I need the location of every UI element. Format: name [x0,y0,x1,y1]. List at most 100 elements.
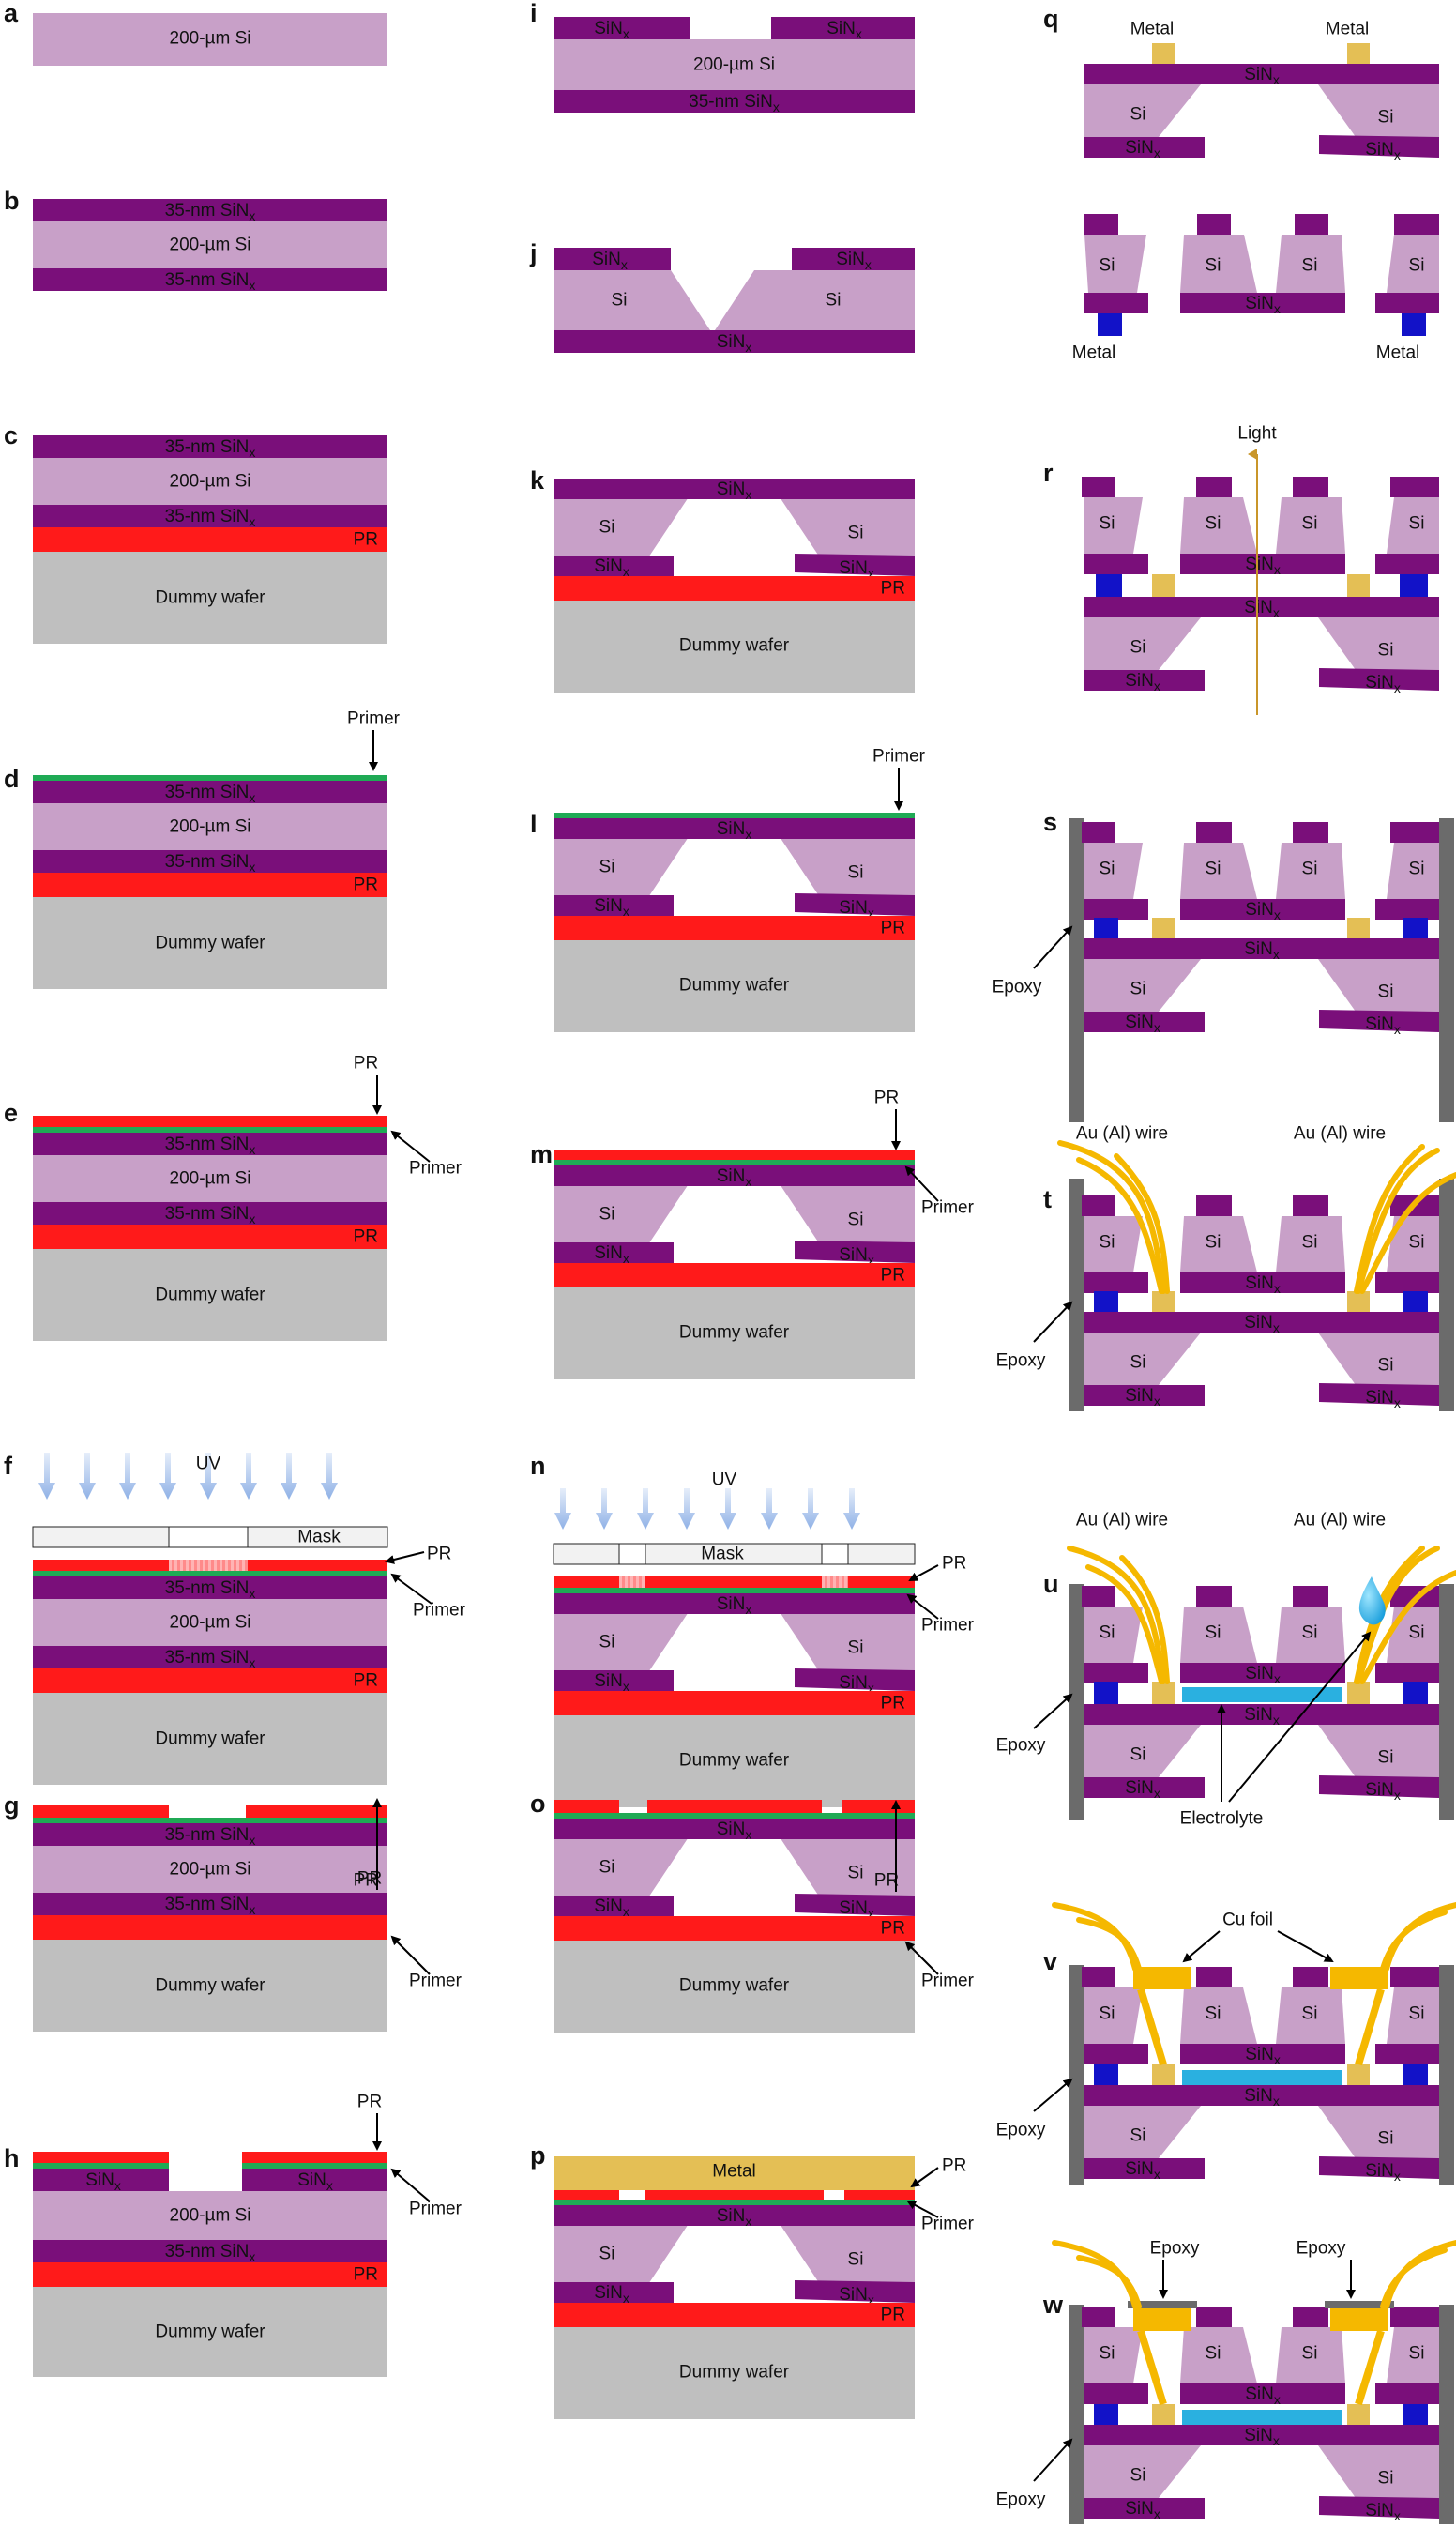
foil-strip [1355,1987,1385,2066]
si-left-block [554,839,688,895]
primer-label: Primer [921,2215,975,2234]
si-pillar [1180,497,1257,554]
metal-pad [1152,43,1175,64]
epoxy-arrow [1033,1301,1073,1343]
si-label: Si [1378,108,1394,128]
sin-left-segment [1084,137,1205,158]
au-wire [1359,1570,1456,1684]
panel-label-j: j [529,239,538,267]
primer-layer [33,775,387,781]
wire-label: Au (Al) wire [1076,1511,1168,1531]
si-label: Si [1206,2004,1221,2024]
pr-bottom-layer [33,1915,387,1940]
metal-label: Metal [1072,343,1115,363]
sin-segment [1084,2044,1148,2064]
uv-ray [637,1488,654,1530]
mask-label: Mask [297,1528,341,1547]
si-label: Si [1100,1233,1115,1253]
sin-bottom-membrane [554,330,915,353]
si-label: Si [1206,1233,1221,1253]
si-label: Si [848,524,864,543]
dummy-label: Dummy wafer [679,976,790,996]
panel-label-v: v [1043,1947,1057,1975]
pr-top-left [33,1805,169,1818]
au-wire [1052,1902,1138,1972]
sin-cap [1082,1586,1115,1607]
si-pillar [1084,1987,1143,2044]
si-left-block [554,2226,688,2282]
metal-pad-blue [1403,1682,1428,1704]
si-pillar [1276,1607,1345,1663]
sin-segment [1084,1663,1148,1683]
sin-membrane [1084,64,1439,84]
panel-label-e: e [4,1099,18,1127]
sin-cap [1082,477,1115,497]
si-label: Si [1409,514,1425,534]
sin-right-segment [795,2280,915,2303]
sin-left-segment [1084,2158,1205,2179]
epoxy-wall-left [1069,1584,1084,1820]
pr-label: PR [354,530,378,550]
si-right-block [781,839,915,895]
si-pillar [1084,2327,1143,2383]
primer-arrow [390,1130,431,1163]
metal-pad-blue [1096,574,1122,597]
si-right-block [1318,959,1439,1012]
sin-35-label: 35-nm SiNx [165,852,256,876]
sin-35-label: 35-nm SiNx [689,92,780,115]
primer-right [242,2163,387,2169]
epoxy-wall-right [1439,1965,1454,2185]
dummy-label: Dummy wafer [155,2322,265,2342]
metal-pad-blue [1098,313,1122,336]
epoxy-wall-left [1069,1179,1084,1411]
metal-pad-blue [1403,2404,1428,2427]
sin-right-segment [795,1668,915,1691]
si-label: Si [1378,641,1394,661]
sin-membrane [554,2205,915,2226]
epoxy-wall-left [1069,2305,1084,2524]
sin-label: SiNx [839,1245,874,1269]
sin-right-segment [1319,668,1439,691]
exposed-pr-region [822,1576,848,1588]
panel-label-l: l [530,810,538,838]
sin-label: SiNx [1245,2045,1281,2068]
pr-label: PR [354,1054,378,1074]
si-wafer [33,13,387,66]
primer-arrow [904,1165,939,1202]
primer-label: Primer [921,1616,975,1636]
si-pillar [1387,843,1439,899]
si-pillar [1084,1607,1143,1663]
dummy-wafer [33,1693,387,1785]
primer-arrow [904,1941,939,1975]
metal-label: Metal [1130,20,1174,39]
si-label: Si [1130,1745,1146,1765]
sin-membrane [554,1593,915,1614]
sin-cap [1196,2307,1232,2327]
sin-35-label: 35-nm SiNx [165,1204,256,1227]
sin-membrane [554,479,915,499]
sin-bottom-layer [33,505,387,527]
si-200-label: 200-µm Si [170,1613,251,1633]
wire-label: Au (Al) wire [1294,1511,1386,1531]
sin-left-segment [1084,2498,1205,2519]
sin-label: SiNx [1125,671,1160,694]
si-label: Si [1206,860,1221,879]
si-label: Si [599,1633,615,1652]
pr-top-segment [842,1800,915,1813]
sin-top-left [554,17,690,39]
sin-35-label: 35-nm SiNx [165,1578,256,1602]
dummy-wafer [554,2327,915,2419]
sin-top-right [771,17,915,39]
pr-top-segment [554,2190,619,2200]
sin-label: SiNx [1245,555,1281,578]
sin-35-label: 35-nm SiNx [165,270,256,294]
si-200-label: 200-µm Si [693,55,775,75]
au-wire [1380,1910,1448,1972]
sin-label: SiNx [1365,1014,1401,1038]
dummy-wafer [554,1941,915,2033]
dummy-label: Dummy wafer [155,588,265,608]
sin-bottom-layer [554,90,915,113]
